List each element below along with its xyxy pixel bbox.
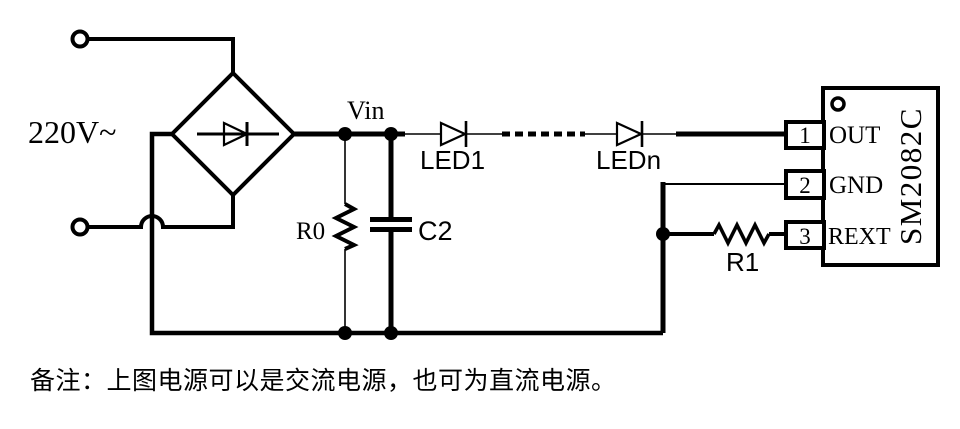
ledn-diode-icon [615,121,644,147]
ic-body [821,86,940,267]
ic-pin3-box [784,220,826,250]
wire-bottom-terminal-to-bridge [88,195,235,229]
junction-dot [338,326,352,340]
footnote: 备注：上图电源可以是交流电源，也可为直流电源。 [30,368,617,395]
pin2-number: 2 [799,173,811,198]
pin1-name-label: OUT [829,122,880,149]
r0-label: R0 [296,218,325,245]
c2-label: C2 [418,216,453,246]
pin1-number: 1 [799,123,811,148]
ac-terminal-bottom-icon [70,217,90,237]
led1-label: LED1 [420,145,485,175]
resistor-r1-icon [663,220,787,248]
wire-ground-rail [149,131,663,336]
bridge-rectifier-outline [169,70,297,198]
source-voltage-label: 220V~ [28,114,116,150]
ic-pin2-box [784,169,826,200]
bridge-diode-icon [197,121,279,147]
ic-pin1-box [784,120,826,150]
pin2-name-label: GND [829,172,883,199]
pin3-number: 3 [799,224,811,249]
ic-part-number-label: SM2082C [893,107,928,245]
ac-terminal-top-icon [70,29,90,49]
wire-top-terminal-to-bridge [88,37,235,73]
resistor-r0-icon [331,134,359,333]
pin3-name-label: REXT [828,224,891,250]
r1-label: R1 [726,247,759,277]
ic-pin1-marker-icon [830,96,846,112]
capacitor-c2-icon [370,134,412,333]
ledn-label: LEDn [596,145,661,175]
vin-label: Vin [347,96,384,125]
led1-diode-icon [439,121,468,147]
junction-dot [384,326,398,340]
